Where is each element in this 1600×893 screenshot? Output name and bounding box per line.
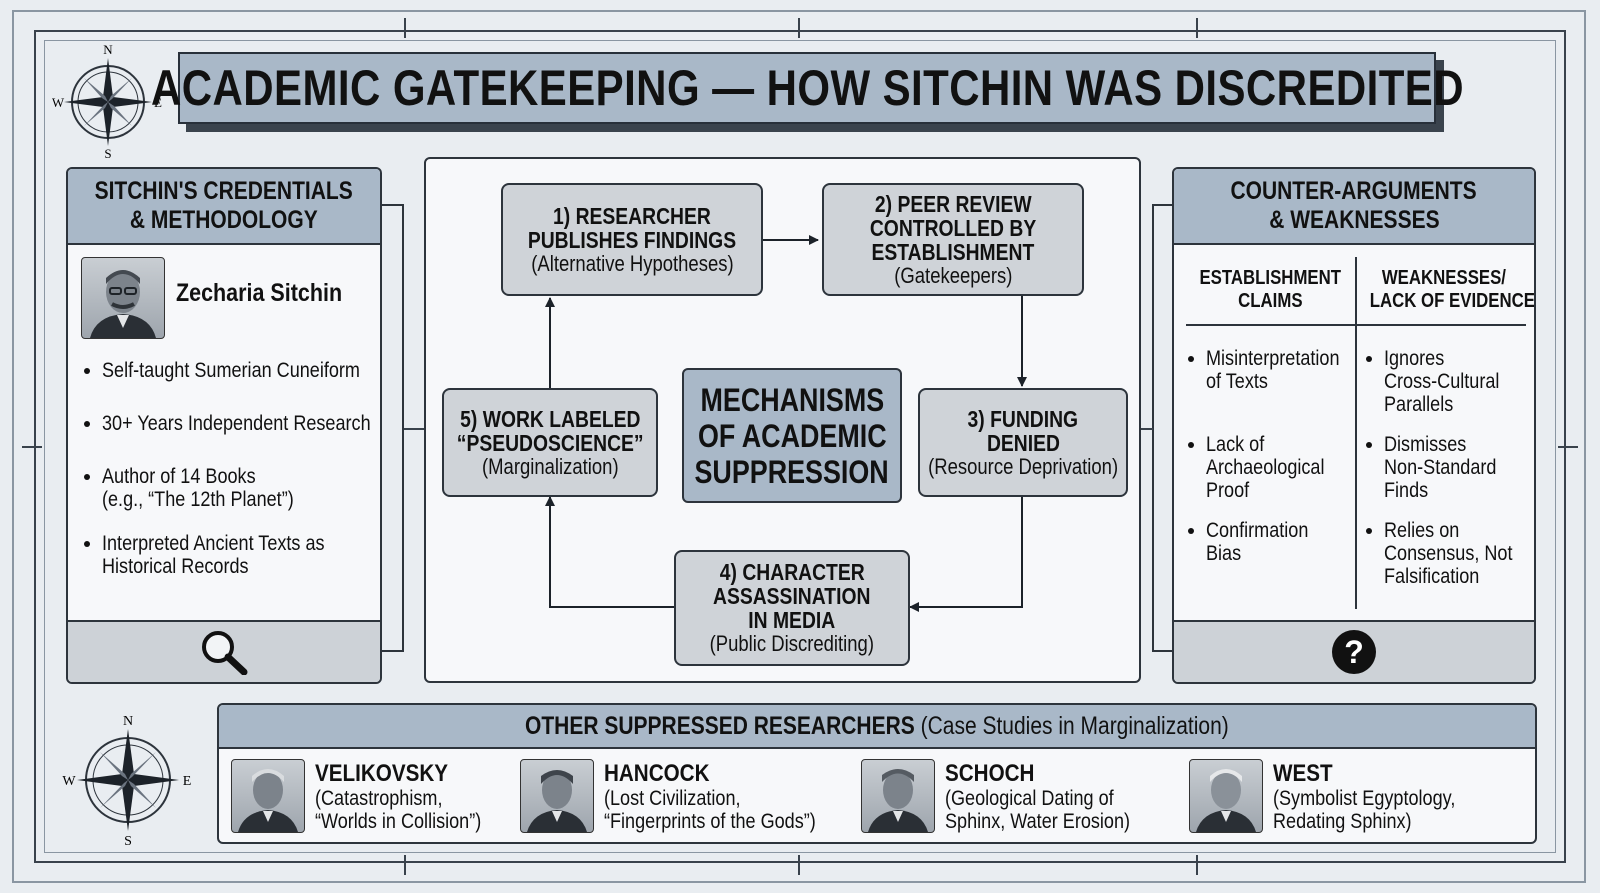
list-item: 30+ Years Independent Research	[84, 412, 374, 435]
credentials-panel: SITCHIN'S CREDENTIALS & METHODOLOGY Zech…	[66, 167, 382, 684]
researcher-schoch: SCHOCH (Geological Dating of Sphinx, Wat…	[861, 759, 1181, 833]
compass-rose-icon: N S E W	[52, 44, 164, 160]
researcher-hancock: HANCOCK (Lost Civilization, “Fingerprint…	[520, 759, 860, 833]
left-connector	[404, 428, 424, 430]
west-portrait	[1189, 759, 1263, 833]
compass-s: S	[104, 146, 111, 160]
mechanisms-center-node: MECHANISMS OF ACADEMIC SUPPRESSION	[682, 368, 902, 503]
counter-panel: COUNTER-ARGUMENTS & WEAKNESSES ESTABLISH…	[1172, 167, 1536, 684]
compass-w: W	[62, 774, 76, 789]
schoch-portrait	[861, 759, 935, 833]
compass-n: N	[103, 44, 113, 57]
compass-w: W	[52, 95, 65, 110]
other-researchers-panel: OTHER SUPPRESSED RESEARCHERS (Case Studi…	[217, 703, 1537, 844]
step-1-node: 1) RESEARCHER PUBLISHES FINDINGS (Altern…	[501, 183, 763, 296]
right-connector	[1141, 428, 1153, 430]
researcher-name: HANCOCK	[604, 761, 727, 787]
researcher-desc: (Lost Civilization, “Fingerprints of the…	[604, 787, 850, 833]
title-banner: ACADEMIC GATEKEEPING — HOW SITCHIN WAS D…	[178, 52, 1436, 124]
credentials-footer	[68, 620, 380, 682]
list-item: Ignores Cross-Cultural Parallels	[1366, 347, 1534, 416]
frame-tick	[1196, 18, 1198, 38]
hancock-portrait	[520, 759, 594, 833]
step-4-node: 4) CHARACTER ASSASSINATION IN MEDIA (Pub…	[674, 550, 910, 666]
credentials-heading: SITCHIN'S CREDENTIALS & METHODOLOGY	[68, 169, 380, 245]
list-item: Interpreted Ancient Texts as Historical …	[84, 532, 374, 578]
researcher-west: WEST (Symbolist Egyptology, Redating Sph…	[1189, 759, 1509, 833]
list-item: Confirmation Bias	[1188, 519, 1352, 565]
compass-s: S	[124, 834, 132, 847]
other-researchers-heading-bold: OTHER SUPPRESSED RESEARCHERS	[525, 712, 915, 740]
step-2-node: 2) PEER REVIEW CONTROLLED BY ESTABLISHME…	[822, 183, 1084, 296]
list-item: Self-taught Sumerian Cuneiform	[84, 359, 374, 382]
sitchin-portrait	[81, 257, 165, 339]
counter-heading-line2: & WEAKNESSES	[1269, 206, 1439, 235]
compass-n: N	[123, 714, 133, 729]
step-5-node: 5) WORK LABELED “PSEUDOSCIENCE” (Margina…	[442, 388, 658, 497]
weaknesses-list: Ignores Cross-Cultural Parallels Dismiss…	[1366, 347, 1534, 588]
credentials-heading-line2: & METHODOLOGY	[130, 206, 318, 235]
researcher-name: SCHOCH	[945, 761, 1049, 787]
right-bracket	[1152, 204, 1174, 652]
researcher-desc: (Symbolist Egyptology, Redating Sphinx)	[1273, 787, 1485, 833]
velikovsky-portrait	[231, 759, 305, 833]
credentials-list: Self-taught Sumerian Cuneiform 30+ Years…	[84, 359, 374, 578]
question-icon: ?	[1332, 630, 1376, 674]
step-3-node: 3) FUNDING DENIED (Resource Deprivation)	[918, 388, 1128, 497]
frame-tick	[1558, 446, 1578, 448]
claims-list: Misinterpretation of Texts Lack of Archa…	[1188, 347, 1352, 565]
frame-tick	[404, 18, 406, 38]
researcher-name: VELIKOVSKY	[315, 761, 470, 787]
col-head-claims: ESTABLISHMENT CLAIMS	[1184, 267, 1356, 313]
magnifier-icon	[200, 629, 248, 675]
list-item: Author of 14 Books (e.g., “The 12th Plan…	[84, 465, 374, 511]
page-title: ACADEMIC GATEKEEPING — HOW SITCHIN WAS D…	[151, 59, 1464, 117]
researcher-velikovsky: VELIKOVSKY (Catastrophism, “Worlds in Co…	[231, 759, 521, 833]
column-divider	[1355, 257, 1357, 609]
compass-rose-icon: N S E W	[62, 713, 194, 847]
other-researchers-heading: OTHER SUPPRESSED RESEARCHERS (Case Studi…	[219, 705, 1535, 749]
frame-tick	[22, 446, 42, 448]
sitchin-name: Zecharia Sitchin	[176, 279, 369, 308]
col-head-weaknesses: WEAKNESSES/ LACK OF EVIDENCE	[1354, 267, 1534, 313]
list-item: Lack of Archaeological Proof	[1188, 433, 1352, 502]
counter-footer: ?	[1174, 620, 1534, 682]
frame-tick	[1196, 855, 1198, 875]
list-item: Dismisses Non-Standard Finds	[1366, 433, 1534, 502]
researcher-desc: (Catastrophism, “Worlds in Collision”)	[315, 787, 508, 833]
researcher-desc: (Geological Dating of Sphinx, Water Eros…	[945, 787, 1160, 833]
list-item: Relies on Consensus, Not Falsification	[1366, 519, 1534, 588]
other-researchers-heading-light: (Case Studies in Marginalization)	[921, 712, 1229, 740]
frame-tick	[798, 18, 800, 38]
left-bracket	[380, 204, 404, 652]
counter-heading-line1: COUNTER-ARGUMENTS	[1231, 177, 1477, 206]
compass-e: E	[183, 774, 192, 789]
researcher-name: WEST	[1273, 761, 1342, 787]
frame-tick	[798, 855, 800, 875]
frame-tick	[404, 855, 406, 875]
list-item: Misinterpretation of Texts	[1188, 347, 1352, 393]
credentials-heading-line1: SITCHIN'S CREDENTIALS	[95, 177, 353, 206]
counter-heading: COUNTER-ARGUMENTS & WEAKNESSES	[1174, 169, 1534, 245]
